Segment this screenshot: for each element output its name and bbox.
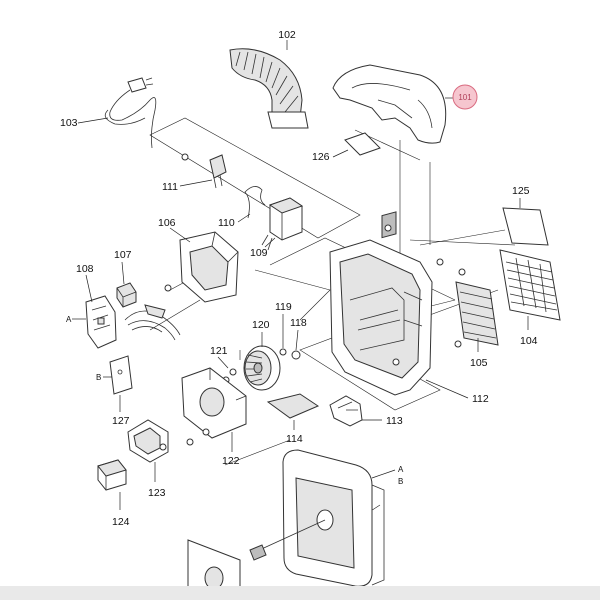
cord-clamp-part bbox=[181, 153, 227, 189]
label-107: 107 bbox=[114, 249, 132, 261]
clip-part bbox=[329, 395, 363, 427]
label-123: 123 bbox=[148, 487, 166, 499]
label-108: 108 bbox=[76, 263, 94, 275]
washer-part bbox=[279, 348, 301, 360]
label-105: 105 bbox=[470, 357, 488, 369]
motor-mount-frame-part bbox=[179, 231, 239, 303]
capacitor-part bbox=[97, 459, 127, 491]
mounting-bracket-part bbox=[109, 355, 133, 395]
filter-part bbox=[455, 281, 499, 346]
label-106: 106 bbox=[158, 217, 176, 229]
wire-harness-part bbox=[244, 186, 266, 219]
fan-wheel-part bbox=[243, 345, 281, 391]
flex-hose-part bbox=[229, 48, 309, 129]
main-housing-part bbox=[329, 211, 433, 396]
label-112: 112 bbox=[472, 393, 489, 405]
power-cord-part bbox=[104, 77, 157, 149]
label-126: 126 bbox=[312, 151, 330, 163]
ref-b-left: B bbox=[96, 373, 101, 382]
filter-sheet-part bbox=[502, 207, 549, 246]
label-104: 104 bbox=[520, 335, 538, 347]
outer-casing-part bbox=[282, 449, 385, 587]
flap-part bbox=[266, 393, 320, 419]
label-118: 118 bbox=[290, 317, 307, 329]
transformer-part bbox=[261, 197, 304, 251]
bottom-front-plate-part bbox=[187, 539, 241, 600]
front-grille-part bbox=[499, 249, 561, 321]
ref-a-left: A bbox=[66, 315, 72, 324]
ref-b-bottom: B bbox=[398, 477, 403, 486]
label-121: 121 bbox=[210, 345, 228, 357]
bottom-band bbox=[0, 586, 600, 600]
pad-part bbox=[344, 132, 381, 156]
label-119: 119 bbox=[275, 301, 292, 313]
label-111: 111 bbox=[162, 181, 178, 193]
label-122: 122 bbox=[222, 455, 240, 467]
label-114: 114 bbox=[286, 433, 303, 445]
motor-part bbox=[127, 419, 169, 463]
highlight-circle-101 bbox=[452, 84, 478, 110]
label-110: 110 bbox=[218, 217, 235, 229]
label-109: 109 bbox=[250, 247, 268, 259]
fan-housing-plate-part bbox=[181, 367, 247, 446]
label-124: 124 bbox=[112, 516, 130, 528]
label-125: 125 bbox=[512, 185, 530, 197]
ref-a-bottom: A bbox=[398, 465, 404, 474]
top-cover-part bbox=[332, 64, 447, 144]
label-101: 101 bbox=[458, 93, 472, 102]
screw bbox=[164, 284, 172, 292]
label-103: 103 bbox=[60, 117, 78, 129]
label-120: 120 bbox=[252, 319, 270, 331]
switch-part bbox=[116, 282, 137, 308]
label-113: 113 bbox=[386, 415, 403, 427]
fan-shaft-part bbox=[249, 519, 326, 561]
control-board-part bbox=[85, 295, 117, 349]
cable-bundle-part bbox=[124, 304, 181, 341]
label-102: 102 bbox=[278, 29, 296, 41]
label-127: 127 bbox=[112, 415, 130, 427]
